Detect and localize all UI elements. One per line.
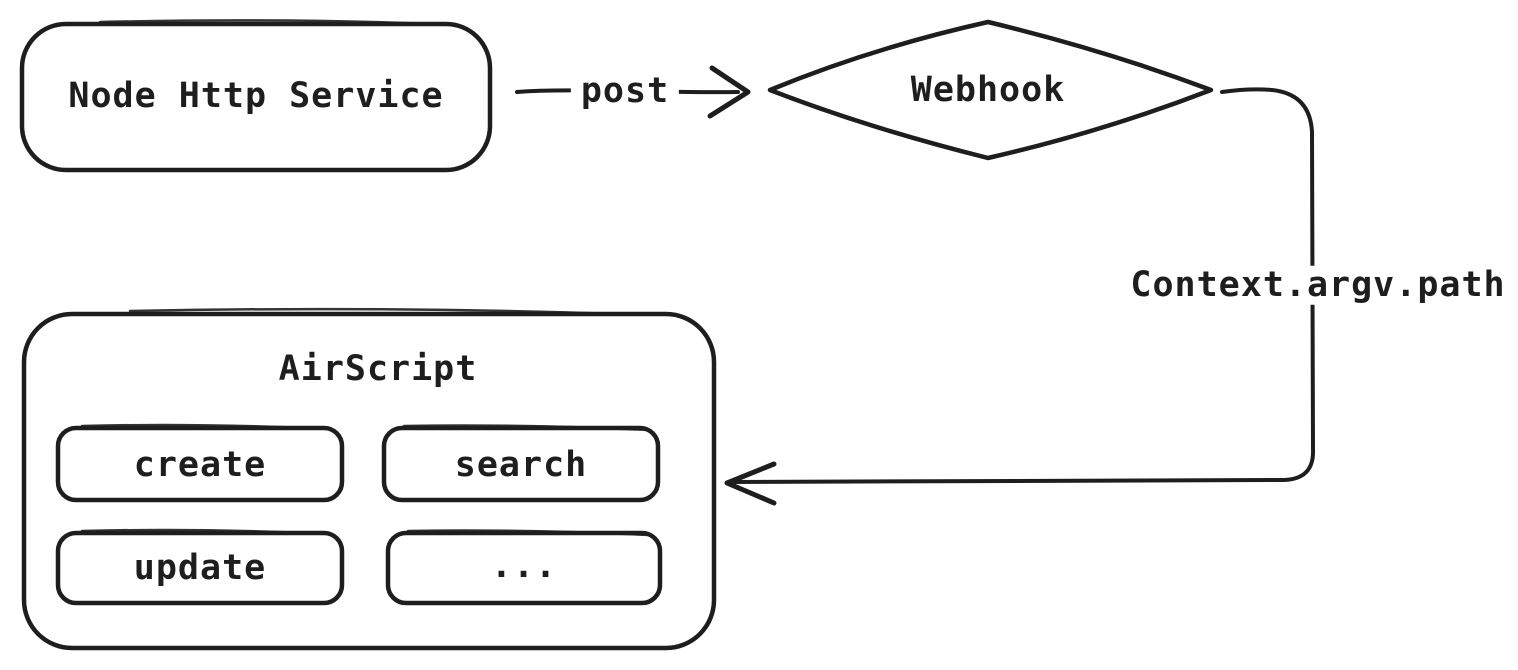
airscript-title: AirScript <box>278 348 478 389</box>
post-arrowhead-icon <box>707 65 751 119</box>
node-http-service-box <box>19 21 493 173</box>
node-http-service-label: Node Http Service <box>68 75 444 116</box>
airscript-box <box>21 311 717 651</box>
more-methods-box <box>385 530 663 606</box>
create-box <box>55 425 345 503</box>
webhook-diamond <box>767 19 1214 161</box>
node-http-service-box-sketch-line <box>98 19 438 26</box>
create-box-sketch-line <box>80 423 332 431</box>
update-box <box>55 530 345 606</box>
create-label: create <box>133 444 267 485</box>
webhook-to-airscript-connector <box>730 87 1316 484</box>
update-box-sketch-line <box>80 528 334 536</box>
search-box <box>381 425 661 503</box>
connector-arrowhead-icon <box>724 461 777 506</box>
context-argv-path-edge-label: Context.argv.path <box>1120 266 1516 305</box>
search-label: search <box>454 444 588 485</box>
airscript-box-sketch-line <box>128 307 622 316</box>
post-edge-label: post <box>570 72 680 111</box>
search-box-sketch-line <box>402 424 650 432</box>
more-methods-box-sketch-line <box>406 529 652 537</box>
update-label: update <box>133 547 267 588</box>
webhook-label: Webhook <box>910 69 1066 110</box>
ellipsis-label: ... <box>490 545 558 586</box>
